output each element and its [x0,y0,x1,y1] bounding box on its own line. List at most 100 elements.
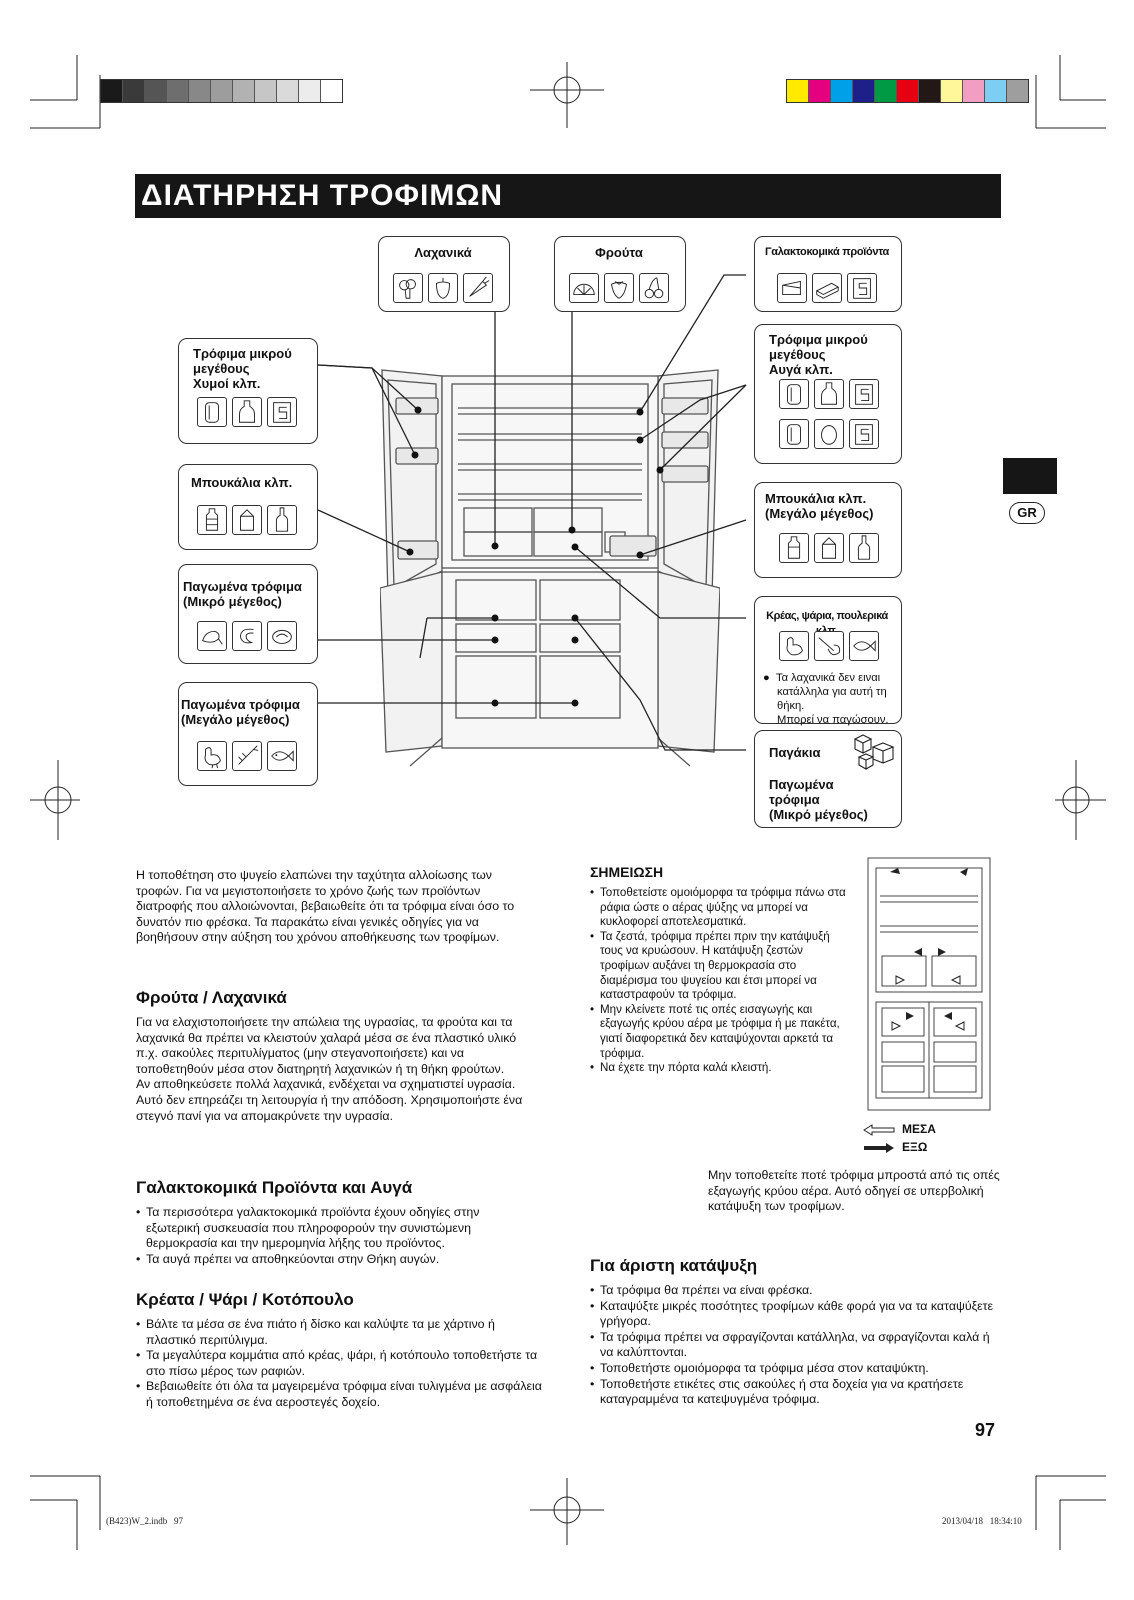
color-swatch [896,80,918,102]
meat-list: Βάλτε τα μέσα σε ένα πιάτο ή δίσκο και κ… [136,1317,544,1411]
callout-dairy: Γαλακτοκομικά προϊόντα [754,236,902,312]
meat-item-1: Βάλτε τα μέσα σε ένα πιάτο ή δίσκο και κ… [136,1317,544,1348]
cherry-icon [639,273,669,303]
wine-bottle-icon [849,533,879,563]
footer-right: 2013/04/18 18:34:10 [942,1516,1022,1526]
bullet-dot-icon: ● [763,672,776,684]
color-swatch [122,80,144,102]
drumstick-icon [197,621,227,651]
color-swatch [232,80,254,102]
callout-small-left-line-3: Χυμοί κλπ. [193,376,261,391]
dairy-heading: Γαλακτοκομικά Προϊόντα και Αυγά [136,1178,413,1197]
can-icon [779,419,809,449]
page-number: 97 [975,1420,996,1440]
note-item-1: Τοποθετείστε ομοιόμορφα τα τρόφιμα πάνω … [590,886,852,930]
note-heading: ΣΗΜΕΙΩΣΗ [590,864,664,880]
callout-small-left-line-2: μεγέθους [193,361,250,376]
footer-left: (B423)W_2.indb 97 [106,1516,183,1526]
color-swatch [962,80,984,102]
color-swatch [852,80,874,102]
wine-bottle-icon [267,505,297,535]
process-color-bar [786,79,1029,103]
callout-small-left-line-1: Τρόφιμα μικρού [193,346,292,361]
can-icon [197,397,227,427]
color-swatch [254,80,276,102]
fish-icon [267,741,297,771]
meat-item-2: Τα μεγαλύτερα κομμάτια από κρέας, ψάρι, … [136,1348,544,1379]
callout-fruits-label: Φρούτα [595,245,643,260]
callout-ice-label: Παγάκια [769,745,821,760]
water-bottle-icon [779,533,809,563]
lobster-icon [232,741,262,771]
orange-slice-icon [569,273,599,303]
callout-bottles-right-line-1: Μπουκάλια κλπ. [765,491,867,506]
freeze-item-1: Τα τρόφιμα θα πρέπει να είναι φρέσκα. [590,1283,1000,1299]
chicken-icon [779,631,809,661]
callout-bottles-left-label: Μπουκάλια κλπ. [191,475,293,490]
callout-meat-note-line-2: κατάλληλα για αυτή τη θήκη. [777,686,887,712]
milk-carton-icon [232,505,262,535]
callout-ice: Παγάκια Παγωμένα τρόφιμα (Μικρό μέγεθος) [754,730,902,828]
meat-item-3: Βεβαιωθείτε ότι όλα τα μαγειρεμένα τρόφι… [136,1379,544,1410]
callout-meat: Κρέας, ψάρια, πουλερικά κλπ. ● Τα λαχανι… [754,596,902,726]
callout-small-right: Τρόφιμα μικρού μεγέθους Αυγά κλπ. [754,324,902,464]
freeze-item-5: Τοποθετήστε ετικέτες στις σακούλες ή στα… [590,1377,1000,1408]
airflow-diagram [867,857,991,1111]
color-swatch [276,80,298,102]
freeze-heading: Για άριστη κατάψυξη [590,1256,758,1275]
legend-in-label: ΜΕΣΑ [902,1122,936,1136]
bottle-icon [232,397,262,427]
dairy-list: Τα περισσότερα γαλακτοκομικά προϊόντα έχ… [136,1205,536,1267]
color-swatch [210,80,232,102]
callout-bottles-right-line-2: (Μεγάλο μέγεθος) [765,506,874,521]
callout-frozen-small: Παγωμένα τρόφιμα (Μικρό μέγεθος) [178,564,318,664]
callout-dairy-label: Γαλακτοκομικά προϊόντα [764,246,890,258]
callout-frozen-large-line-2: (Μεγάλο μέγεθος) [181,712,290,727]
callout-small-right-line-1: Τρόφιμα μικρού [769,332,868,347]
callout-small-right-line-3: Αυγά κλπ. [769,362,833,377]
callout-vegetables: Λαχανικά [378,236,510,312]
callout-small-right-line-2: μεγέθους [769,347,826,362]
fish-icon [849,631,879,661]
fruits-heading: Φρούτα / Λαχανικά [136,988,287,1007]
note-item-4: Να έχετε την πόρτα καλά κλειστή. [590,1061,852,1076]
callout-ice-line-3: (Μικρό μέγεθος) [769,807,868,822]
freeze-item-3: Τα τρόφιμα πρέπει να σφραγίζονται κατάλλ… [590,1330,1000,1361]
carton-icon [849,419,879,449]
meat-icon [814,631,844,661]
intro-paragraph: Η τοποθέτηση στο ψυγείο ελαπώνει την ταχ… [136,868,515,945]
chicken-icon [197,741,227,771]
color-swatch [320,80,342,102]
egg-icon [814,419,844,449]
callout-meat-note-line-1-text: Τα λαχανικά δεν ειναι [775,672,881,684]
legend-out-arrow-icon [864,1143,894,1153]
color-swatch [940,80,962,102]
ice-cubes-icon [853,734,895,770]
color-swatch [984,80,1006,102]
strawberry-icon [604,273,634,303]
pepper-icon [428,273,458,303]
callout-bottles-right: Μπουκάλια κλπ. (Μεγάλο μέγεθος) [754,482,902,578]
bottle-icon [814,379,844,409]
lang-badge: GR [1009,502,1045,524]
callout-frozen-small-line-2: (Μικρό μέγεθος) [183,594,282,609]
color-swatch [918,80,940,102]
color-swatch [787,80,808,102]
color-swatch [874,80,896,102]
color-swatch [1006,80,1028,102]
carton-icon [267,397,297,427]
shrimp-icon [232,621,262,651]
note-item-3: Μην κλείνετε ποτέ τις οπές εισαγωγής και… [590,1003,852,1061]
broccoli-icon [393,273,423,303]
note-list: Τοποθετείστε ομοιόμορφα τα τρόφιμα πάνω … [590,886,852,1076]
fish-fillet-icon [267,621,297,651]
yogurt-icon [847,273,877,303]
dairy-item-2: Τα αυγά πρέπει να αποθηκεύονται στην Θήκ… [136,1252,536,1268]
fruits-text: Για να ελαχιστοποιήσετε την απώλεια της … [136,1015,523,1123]
gray-color-bar [100,79,343,103]
dairy-item-1: Τα περισσότερα γαλακτοκομικά προϊόντα έχ… [136,1205,536,1252]
callout-frozen-large: Παγωμένα τρόφιμα (Μεγάλο μέγεθος) [178,682,318,786]
freeze-item-4: Τοποθετήστε ομοιόμορφα τα τρόφιμα μέσα σ… [590,1361,1000,1377]
